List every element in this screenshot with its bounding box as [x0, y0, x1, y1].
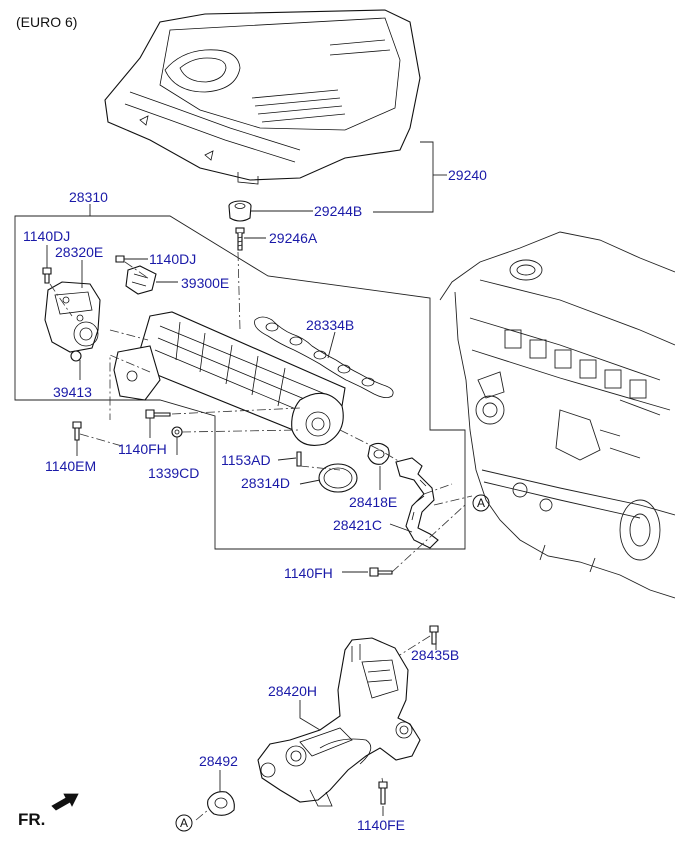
- egr-pipe-drawing: [395, 457, 439, 549]
- bolt-1140dj-left-drawing: [42, 267, 52, 284]
- svg-text:A: A: [180, 816, 188, 830]
- egr-cooler-assembly-drawing: [257, 637, 421, 807]
- part-28334b: 28334B: [306, 317, 354, 333]
- part-29240: 29240: [448, 167, 487, 183]
- bolt-1140fe-drawing: [378, 781, 388, 805]
- part-28418e: 28418E: [349, 494, 397, 510]
- bolt-1140fh-bottom-drawing: [369, 567, 393, 577]
- part-29244b: 29244B: [314, 203, 362, 219]
- part-28310: 28310: [69, 189, 108, 205]
- part-1140fe: 1140FE: [357, 817, 405, 833]
- bolt-1140fh-top-drawing: [145, 409, 171, 419]
- circle-a-icon: A: [175, 814, 193, 832]
- bolt-28435b-drawing: [429, 625, 439, 645]
- engine-block-drawing: [439, 231, 675, 599]
- part-29246a: 29246A: [269, 230, 318, 246]
- engine-cover-drawing: [104, 9, 421, 185]
- part-39413: 39413: [53, 384, 92, 400]
- part-1140fh-bottom: 1140FH: [284, 565, 333, 581]
- part-28320e: 28320E: [55, 244, 103, 260]
- bolt-1140dj-right-drawing: [115, 255, 125, 263]
- part-28435b: 28435B: [411, 647, 459, 663]
- part-1140dj-left: 1140DJ: [23, 228, 70, 244]
- circle-a-icon: A: [472, 494, 490, 512]
- gasket-28314d-drawing: [318, 463, 358, 493]
- gasket-28492-drawing: [207, 791, 235, 816]
- fr-arrow-icon: [51, 793, 79, 811]
- part-28420h: 28420H: [268, 683, 317, 699]
- fr-label: FR.: [18, 810, 45, 829]
- bolt-1140em-drawing: [72, 421, 82, 441]
- stud-bolt-drawing: [235, 227, 245, 251]
- part-1140em: 1140EM: [45, 458, 96, 474]
- manifold-gasket-drawing: [254, 316, 394, 398]
- throttle-body-drawing: [44, 281, 101, 353]
- part-1153ad: 1153AD: [221, 452, 271, 468]
- grommet-drawing: [228, 200, 252, 222]
- part-1140dj-right: 1140DJ: [149, 251, 196, 267]
- plug-39413-drawing: [70, 350, 82, 362]
- svg-text:A: A: [477, 496, 485, 510]
- washer-1339cd-drawing: [171, 426, 183, 438]
- part-28492: 28492: [199, 753, 238, 769]
- part-39300e: 39300E: [181, 275, 229, 291]
- part-28314d: 28314D: [241, 475, 290, 491]
- part-28421c: 28421C: [333, 517, 382, 533]
- part-1140fh-top: 1140FH: [118, 441, 167, 457]
- pin-1153ad-drawing: [296, 451, 302, 467]
- gasket-28418e-drawing: [367, 442, 390, 465]
- variant-label: (EURO 6): [16, 14, 77, 30]
- part-1339cd: 1339CD: [148, 465, 199, 481]
- sensor-39300e-drawing: [125, 265, 157, 295]
